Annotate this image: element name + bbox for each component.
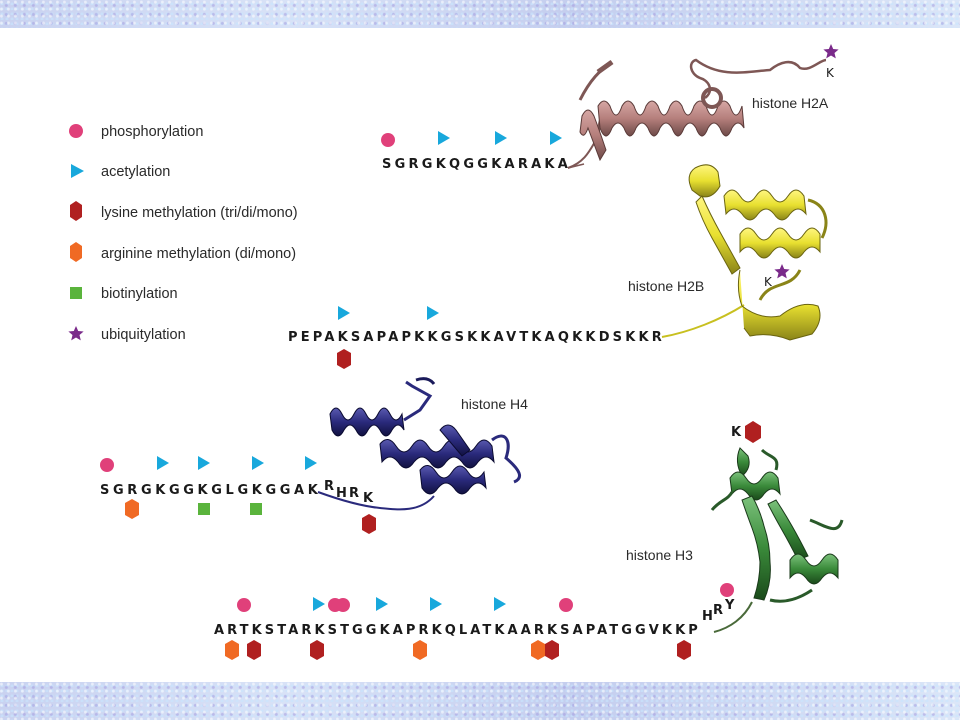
h4-acetylation-mark: [252, 456, 264, 470]
h2a-helix-small: [579, 109, 607, 162]
h3-arginine-methylation-mark: [413, 640, 427, 660]
h3-tail-letter: Y: [724, 598, 735, 613]
h2a-name-label: histone H2A: [752, 95, 829, 111]
h4-phosphorylation-mark: [100, 458, 114, 472]
h2b-lysine-methylation-mark: [337, 349, 351, 369]
h4-lysine-methylation-mark: [362, 514, 376, 534]
h3-lysine-methylation-mark: [745, 421, 761, 443]
legend-item-ubiquitylation: ubiquitylation: [68, 326, 186, 343]
legend: phosphorylation acetylation lysine methy…: [68, 124, 298, 343]
h3-lysine-methylation-mark: [677, 640, 691, 660]
h2b-structure: [661, 164, 828, 341]
phosphorylation-icon: [69, 124, 83, 138]
h2b-acetylation-mark: [338, 306, 350, 320]
h4-biotinylation-mark: [250, 503, 262, 515]
legend-label: arginine methylation (di/mono): [101, 246, 296, 262]
h2b-sequence: PEPAKSAPAPKKGSKKAVTKAQKKDSKKR: [288, 330, 662, 345]
h3-lysine-methylation-mark: [545, 640, 559, 660]
h3-acetylation-mark: [313, 597, 325, 611]
h3-phosphorylation-mark: [336, 598, 350, 612]
legend-label: ubiquitylation: [101, 327, 186, 343]
h3-phosphorylation-mark: [720, 583, 734, 597]
h3-tail-letter: R: [713, 603, 723, 618]
h3-acetylation-mark: [430, 597, 442, 611]
h3-arginine-methylation-mark: [225, 640, 239, 660]
h3-phosphorylation-mark: [237, 598, 251, 612]
legend-item-lysine-methylation: lysine methylation (tri/di/mono): [70, 201, 298, 221]
legend-label: biotinylation: [101, 286, 178, 302]
h2a-helix-main: [597, 100, 745, 137]
h3-structure: [710, 447, 844, 633]
h4-acetylation-mark: [157, 456, 169, 470]
legend-label: lysine methylation (tri/di/mono): [101, 205, 298, 221]
h4-sequence: SGRGKGGKGLGKGGAK: [100, 483, 319, 498]
h2a-phosphorylation-mark: [381, 133, 395, 147]
h3-tail-letter: H: [702, 609, 713, 624]
h4-structure: [317, 377, 522, 511]
h3-name-label: histone H3: [626, 547, 693, 563]
legend-label: acetylation: [101, 164, 170, 180]
h3-arginine-methylation-mark: [531, 640, 545, 660]
h3-phosphorylation-mark: [559, 598, 573, 612]
h4-tail-letter: R: [324, 479, 334, 494]
histone-h2b-group: K histone H2B PEPAKSAPAPKKGSKKAVTKAQKKDS…: [288, 164, 828, 369]
h2a-ubiquitylated-lysine: K: [826, 66, 835, 80]
h3-acetylation-mark: [376, 597, 388, 611]
h3-lysine-methylation-mark: [247, 640, 261, 660]
legend-item-acetylation: acetylation: [71, 164, 170, 180]
h2a-structure: [567, 58, 827, 169]
h4-tail-letter: H: [336, 486, 347, 501]
h4-arginine-methylation-mark: [125, 499, 139, 519]
ubiquitylation-icon: [68, 326, 84, 341]
h3-sequence: ARTKSTARKSTGGKAPRKQLATKAARKSAPATGGVKKP: [214, 623, 698, 638]
h2a-acetylation-mark: [438, 131, 450, 145]
h2b-ubiquitylated-lysine: K: [764, 275, 773, 289]
histone-h4-group: histone H4 SGRGKGGKGLGKGGAK R H R K: [100, 377, 528, 534]
h3-methylated-lysine: K: [731, 425, 742, 440]
h2b-ubiquitylation-mark: [774, 264, 790, 279]
h4-acetylation-mark: [305, 456, 317, 470]
h2b-name-label: histone H2B: [628, 278, 704, 294]
h4-biotinylation-mark: [198, 503, 210, 515]
decorative-top-band: [0, 0, 960, 28]
h4-name-label: histone H4: [461, 396, 528, 412]
decorative-bottom-band: [0, 682, 960, 720]
biotinylation-icon: [70, 287, 82, 299]
legend-item-phosphorylation: phosphorylation: [69, 124, 203, 140]
h2a-ubiquitylation-mark: [823, 44, 839, 59]
h4-acetylation-mark: [198, 456, 210, 470]
acetylation-icon: [71, 164, 84, 178]
lysine-methylation-icon: [70, 201, 82, 221]
legend-item-biotinylation: biotinylation: [70, 286, 178, 302]
histone-h2a-group: K histone H2A SGRGKQGGKARAKA: [381, 44, 839, 172]
h2b-acetylation-mark: [427, 306, 439, 320]
h2a-acetylation-mark: [495, 131, 507, 145]
legend-item-arginine-methylation: arginine methylation (di/mono): [70, 242, 296, 262]
h4-tail-letter: R: [349, 486, 359, 501]
histone-h3-group: K histone H3 H R Y ARTKSTARKSTGGKAPRKQLA…: [214, 421, 844, 660]
h4-tail-letter: K: [363, 491, 374, 506]
arginine-methylation-icon: [70, 242, 82, 262]
h3-lysine-methylation-mark: [310, 640, 324, 660]
h2a-sequence: SGRGKQGGKARAKA: [382, 157, 568, 172]
legend-label: phosphorylation: [101, 124, 203, 140]
h2a-acetylation-mark: [550, 131, 562, 145]
h2a-sequence-tail: [567, 163, 585, 169]
h2b-helix-coils: [723, 189, 821, 259]
h3-acetylation-mark: [494, 597, 506, 611]
